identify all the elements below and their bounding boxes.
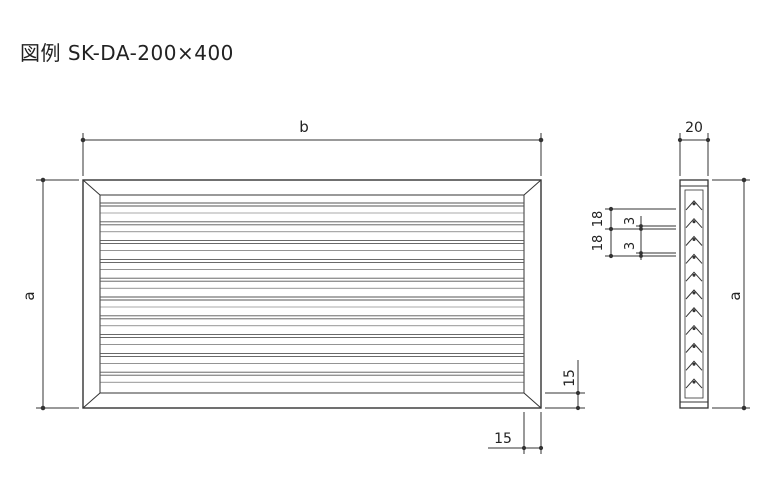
side-louver-blade xyxy=(685,289,703,300)
side-louver-pivot xyxy=(692,255,696,259)
dim-frame-bottom xyxy=(488,412,544,454)
side-louver-blade xyxy=(685,360,703,371)
side-louver-blade xyxy=(685,324,703,335)
side-louver-pivot xyxy=(692,362,696,366)
frame-bottom-label: 15 xyxy=(494,431,512,447)
front-outer-frame xyxy=(82,179,542,409)
side-outer xyxy=(679,179,709,409)
width-label: b xyxy=(299,118,309,136)
slat-label-2: 3 xyxy=(623,242,638,250)
side-view xyxy=(679,179,709,409)
diagram-title: 図例 SK-DA-200×400 xyxy=(20,41,234,65)
side-louver-blade xyxy=(685,200,703,211)
miter-bl xyxy=(82,392,101,409)
side-louver-blade xyxy=(685,342,703,353)
side-louver-pivot xyxy=(692,291,696,295)
dim-height-a-front xyxy=(36,177,79,411)
front-view xyxy=(82,179,542,409)
side-louver-blade xyxy=(685,217,703,229)
side-height-label: a xyxy=(726,291,744,300)
side-louver-blade xyxy=(685,235,703,246)
side-louver-pivot xyxy=(692,380,696,384)
miter-tl xyxy=(82,179,101,196)
side-inner xyxy=(684,189,704,399)
miter-br xyxy=(523,392,542,409)
slat-label-1: 3 xyxy=(623,217,638,225)
side-louver-pivot xyxy=(692,273,696,277)
dim-height-a-side xyxy=(712,177,750,411)
miter-tr xyxy=(523,179,542,196)
side-louver-pivot xyxy=(692,309,696,313)
pitch-label-1: 18 xyxy=(591,211,606,228)
front-slats xyxy=(100,202,524,383)
depth-label: 20 xyxy=(685,120,703,136)
pitch-label-2: 18 xyxy=(591,235,606,252)
side-louver-blade xyxy=(685,307,703,318)
side-louver-pivot xyxy=(692,238,696,241)
side-louver-blade xyxy=(685,253,703,264)
dim-louver-pitch xyxy=(605,206,676,260)
front-inner-frame xyxy=(99,194,525,394)
side-louvers xyxy=(685,200,703,389)
side-louver-pivot xyxy=(692,220,696,224)
side-louver-pivot xyxy=(692,345,696,348)
side-louver-blade xyxy=(685,271,703,282)
side-louver-pivot xyxy=(692,327,696,331)
dim-depth xyxy=(677,133,711,176)
dim-width-b xyxy=(80,133,544,176)
side-louver-blade xyxy=(685,378,703,389)
frame-right-label: 15 xyxy=(562,369,578,387)
front-height-label: a xyxy=(20,291,38,300)
dim-frame-right xyxy=(545,360,585,411)
side-louver-pivot xyxy=(692,202,696,206)
